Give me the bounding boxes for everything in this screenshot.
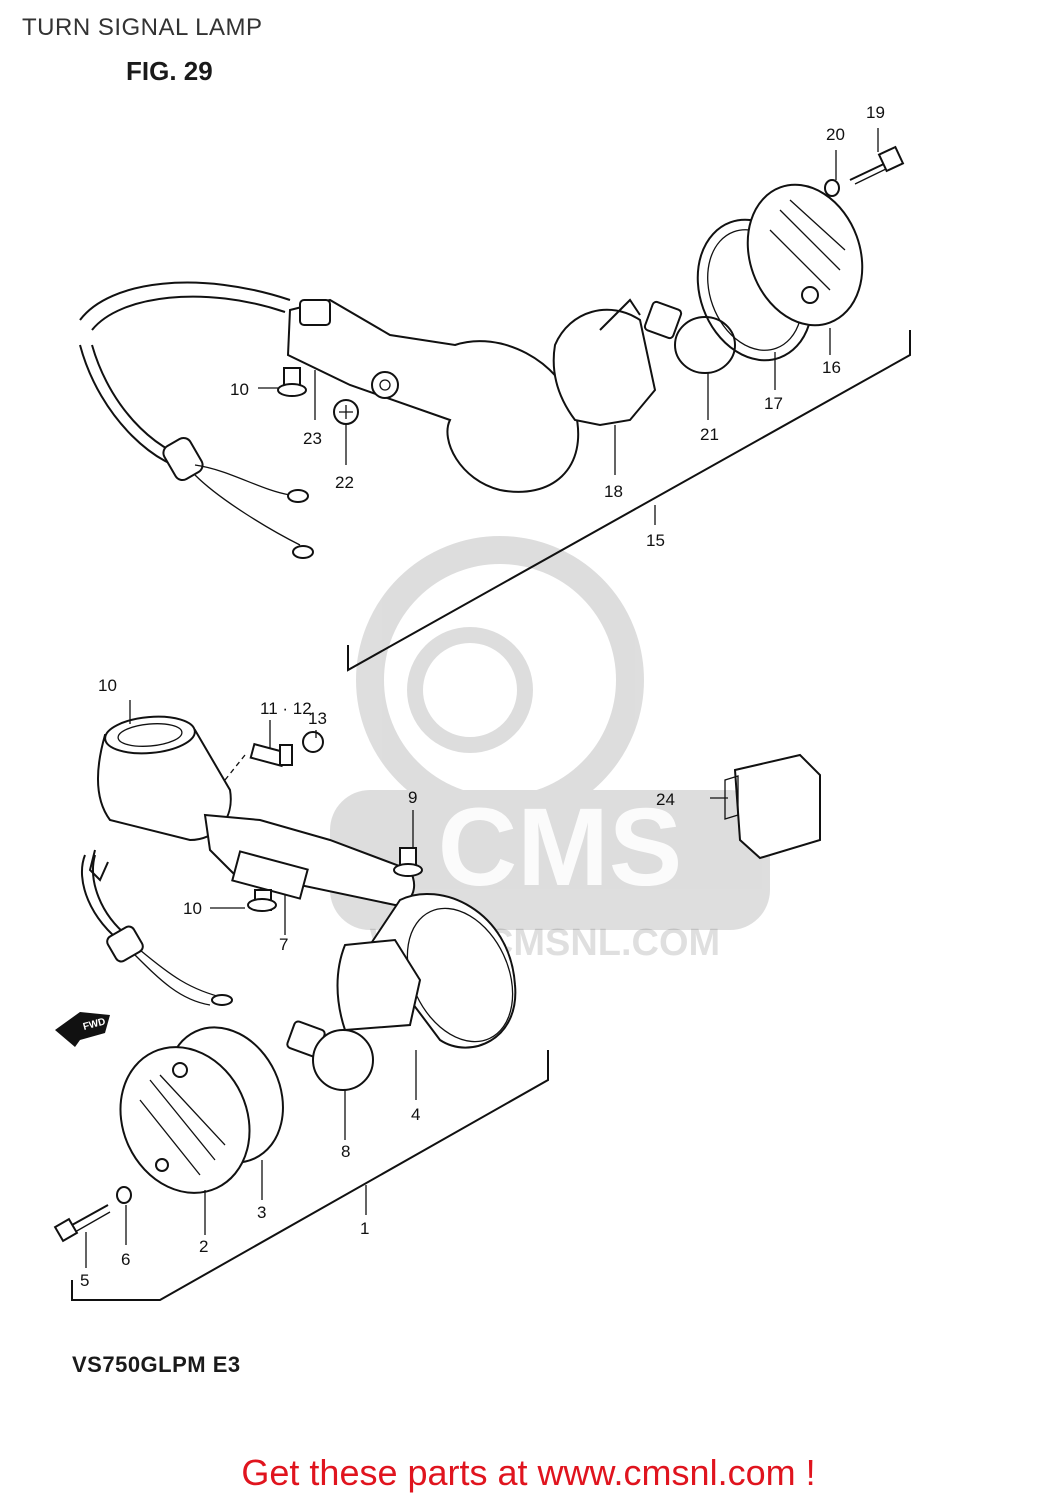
part-label-6: 6 xyxy=(121,1250,130,1269)
model-code: VS750GLPM E3 xyxy=(72,1352,241,1377)
footer-parts-link[interactable]: Get these parts at www.cmsnl.com ! xyxy=(241,1452,816,1493)
part-label-13: 11 · 12 xyxy=(260,699,312,718)
part-label-21: 21 xyxy=(700,425,719,444)
part-label-14: 13 xyxy=(308,709,327,728)
part-label-22: 22 xyxy=(335,473,354,492)
part-label-15: 15 xyxy=(646,531,665,550)
page-title: TURN SIGNAL LAMP xyxy=(22,14,263,41)
part-label-10-top: 10 xyxy=(230,380,249,399)
front-turn-signal-assembly: FWD xyxy=(53,700,821,1301)
part-label-17: 17 xyxy=(764,394,783,413)
part-label-10-front-visible-text: 10 xyxy=(183,899,202,918)
part-label-9: 9 xyxy=(408,788,417,807)
screw-10-top xyxy=(277,367,307,397)
part-label-11-12: 10 xyxy=(98,676,117,695)
part-label-19: 19 xyxy=(866,103,885,122)
part-label-5: 5 xyxy=(80,1271,89,1290)
part-label-4: 4 xyxy=(411,1105,420,1124)
part-label-7: 7 xyxy=(279,935,288,954)
part-label-8: 8 xyxy=(341,1142,350,1161)
part-label-2: 2 xyxy=(199,1237,208,1256)
watermark-brand: CMS xyxy=(438,786,682,909)
part-label-24: 24 xyxy=(656,790,675,809)
fwd-arrow-icon xyxy=(55,1012,110,1047)
part-labels: 19 20 16 17 21 18 15 10 23 22 10 11 · 12… xyxy=(80,103,885,1290)
screw-22 xyxy=(333,399,359,425)
bulb-21 xyxy=(643,300,736,374)
part-label-3: 3 xyxy=(257,1203,266,1222)
figure-number: FIG. 29 xyxy=(126,56,213,86)
rear-turn-signal-assembly xyxy=(79,128,911,672)
relay-24 xyxy=(724,753,821,860)
part-label-1: 1 xyxy=(360,1219,369,1238)
part-label-20: 20 xyxy=(826,125,845,144)
part-label-23: 23 xyxy=(303,429,322,448)
part-label-16: 16 xyxy=(822,358,841,377)
part-label-18: 18 xyxy=(604,482,623,501)
